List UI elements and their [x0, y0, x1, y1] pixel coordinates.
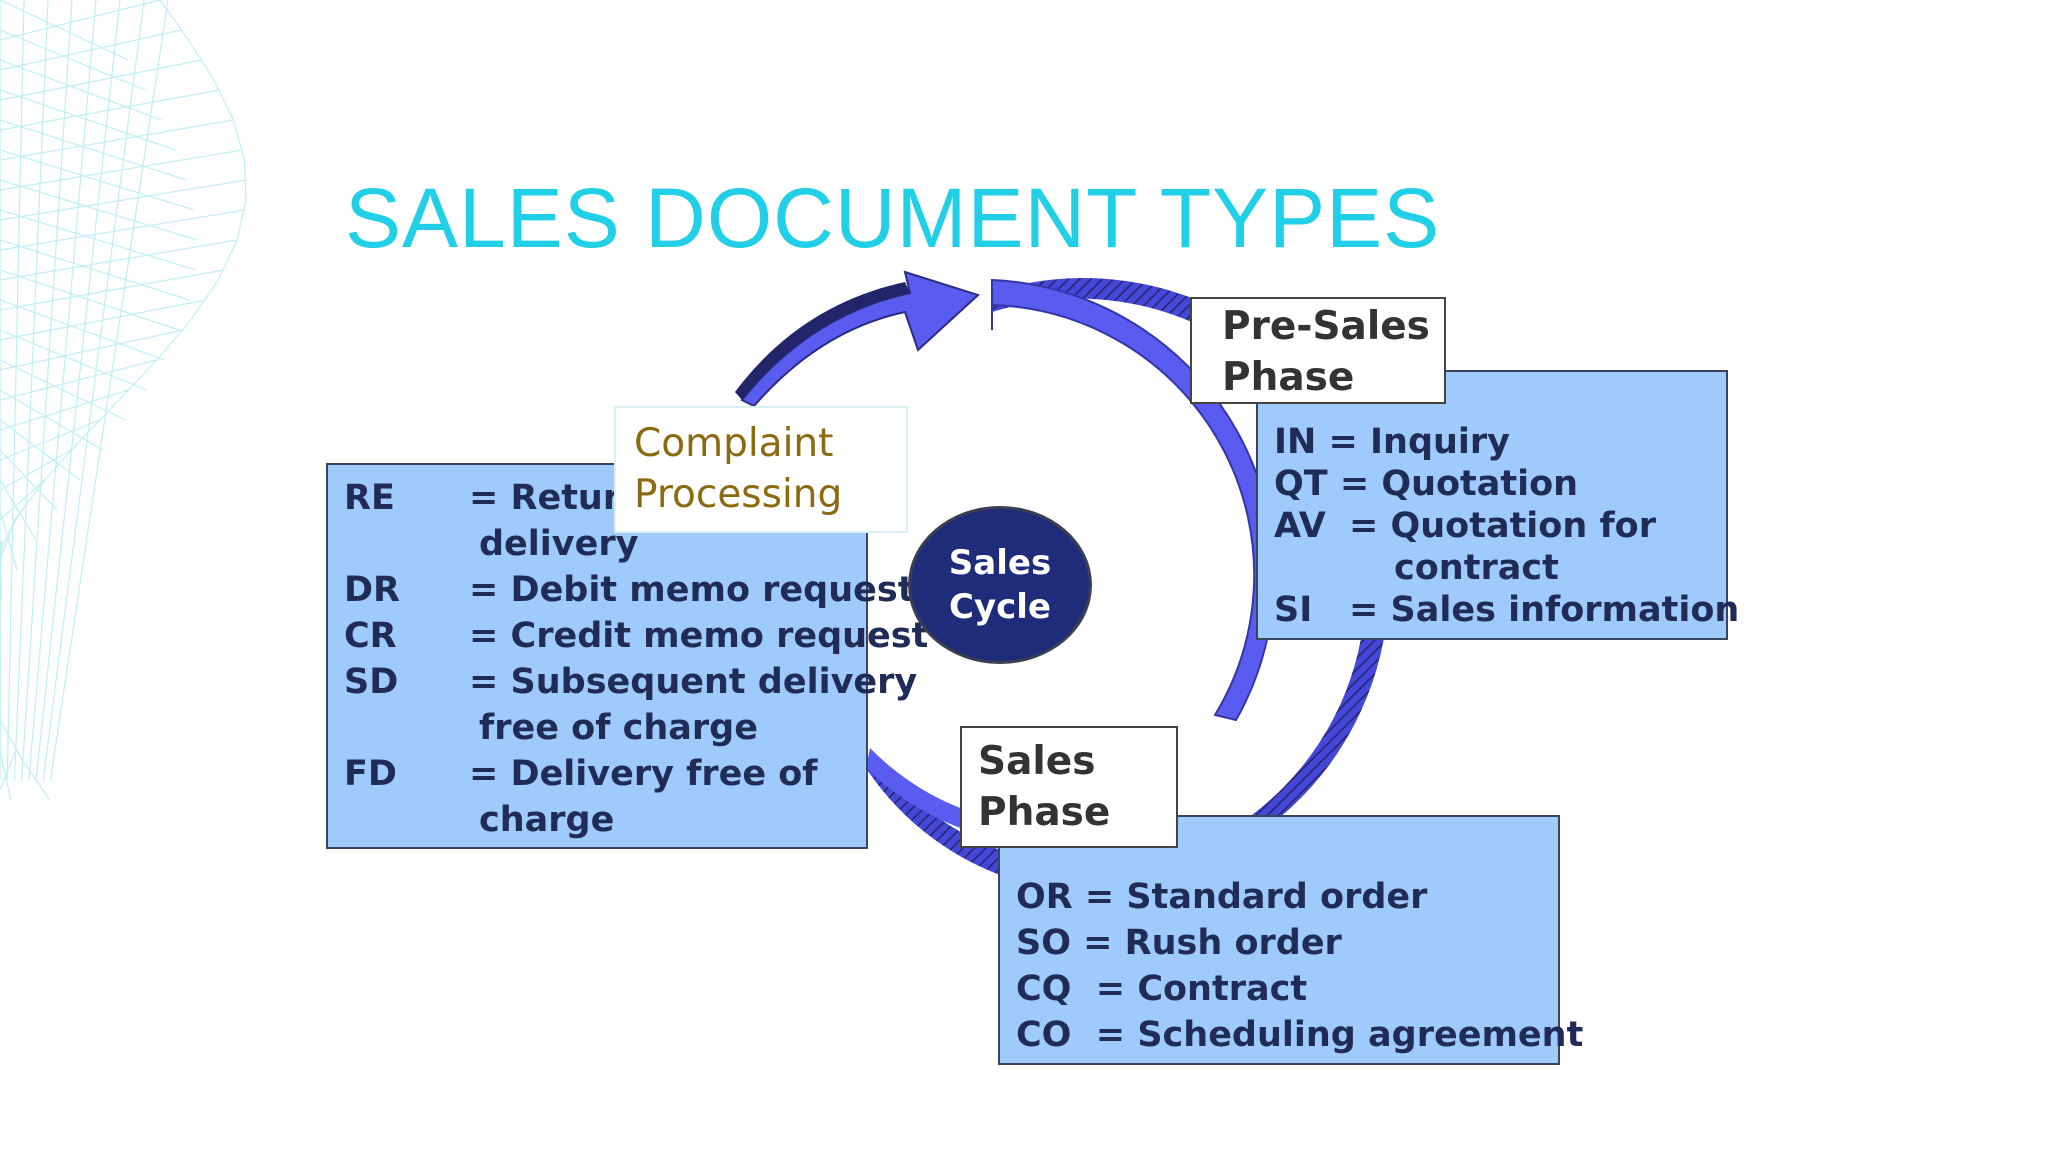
- doc-type-row: AV= Quotation for: [1274, 506, 1656, 546]
- doc-type-row: SD= Subsequent delivery: [344, 662, 918, 702]
- doc-type-row: free of charge: [479, 708, 758, 748]
- doc-type-row: CR= Credit memo request: [344, 616, 929, 656]
- doc-type-row: contract: [1394, 548, 1559, 588]
- page-title: SALES DOCUMENT TYPES: [345, 171, 1441, 265]
- doc-type-row: IN = Inquiry: [1274, 422, 1510, 462]
- doc-type-row: charge: [479, 800, 615, 840]
- sales-cycle-node: Sales Cycle: [908, 506, 1092, 664]
- complaint-processing-label: Complaint Processing: [614, 406, 908, 533]
- doc-type-row: QT = Quotation: [1274, 464, 1579, 504]
- pre-sales-doc-types-box: IN = Inquiry QT = Quotation AV= Quotatio…: [1256, 370, 1740, 640]
- doc-type-row: SI= Sales information: [1274, 590, 1740, 630]
- doc-type-row: OR = Standard order: [1016, 877, 1428, 917]
- background-mesh: [0, 0, 247, 800]
- sales-phase-label: Sales Phase: [960, 726, 1178, 848]
- cycle-arrow-top-left: [735, 270, 980, 408]
- doc-type-row: CQ = Contract: [1016, 969, 1308, 1009]
- pre-sales-phase-label: Pre-Sales Phase: [1190, 297, 1446, 404]
- doc-type-row: delivery: [479, 524, 639, 564]
- doc-type-row: SO = Rush order: [1016, 923, 1342, 963]
- sales-doc-types-box: OR = Standard order SO = Rush order CQ =…: [998, 815, 1584, 1065]
- doc-type-row: DR= Debit memo request: [344, 570, 915, 610]
- doc-type-row: CO = Scheduling agreement: [1016, 1015, 1584, 1055]
- doc-type-row: FD= Delivery free of: [344, 754, 818, 794]
